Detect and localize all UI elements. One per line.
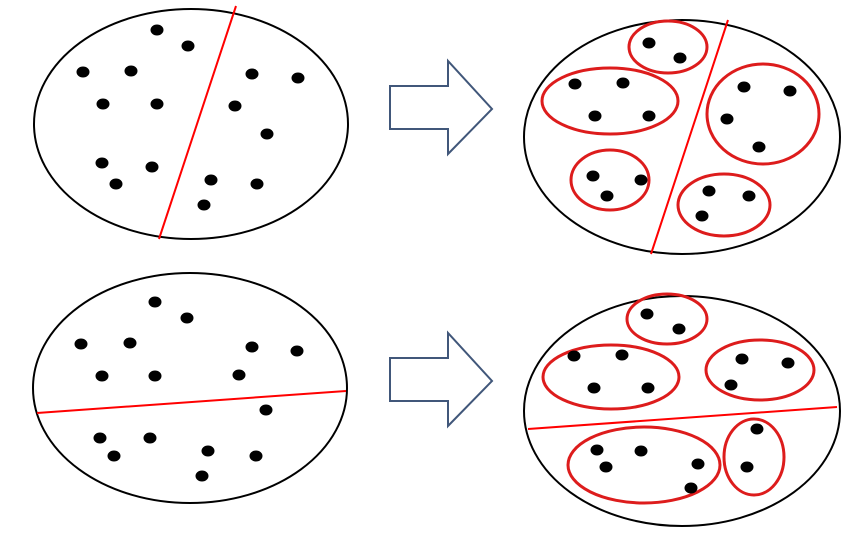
data-point: [642, 37, 656, 49]
data-point: [752, 141, 766, 153]
data-point: [568, 78, 582, 90]
data-point: [783, 85, 797, 97]
bottom-after-divider-line: [527, 406, 838, 430]
data-point: [74, 338, 88, 350]
data-point: [124, 65, 138, 77]
data-point: [180, 312, 194, 324]
data-point: [634, 445, 648, 457]
data-point: [259, 404, 273, 416]
data-point: [232, 369, 246, 381]
cluster-ellipse: [704, 338, 816, 402]
data-point: [290, 345, 304, 357]
top-after-boundary-ellipse: [523, 19, 841, 255]
data-point: [641, 382, 655, 394]
data-point: [291, 72, 305, 84]
data-point: [95, 157, 109, 169]
data-point: [567, 350, 581, 362]
data-point: [123, 337, 137, 349]
data-point: [195, 470, 209, 482]
data-point: [588, 110, 602, 122]
right-arrow-icon: [389, 58, 494, 157]
bottom-before-divider-line: [36, 390, 347, 414]
top-after-divider-line: [650, 19, 729, 255]
data-point: [740, 461, 754, 473]
data-point: [148, 296, 162, 308]
data-point: [201, 445, 215, 457]
data-point: [245, 341, 259, 353]
data-point: [640, 308, 654, 320]
data-point: [695, 210, 709, 222]
data-point: [587, 382, 601, 394]
cluster-ellipse: [540, 66, 680, 136]
data-point: [260, 128, 274, 140]
data-point: [750, 423, 764, 435]
data-point: [600, 190, 614, 202]
bottom-after-clusters: [541, 292, 816, 505]
data-point: [96, 98, 110, 110]
bottom-before-panel: [32, 272, 348, 504]
data-point: [197, 199, 211, 211]
data-point: [599, 461, 613, 473]
data-point: [615, 349, 629, 361]
data-point: [642, 110, 656, 122]
data-point: [590, 444, 604, 456]
data-point: [95, 370, 109, 382]
top-before-boundary-ellipse: [33, 8, 349, 240]
data-point: [702, 185, 716, 197]
data-point: [249, 450, 263, 462]
top-before-panel: [33, 5, 349, 240]
top-after-points: [568, 37, 797, 222]
cluster-ellipse: [569, 148, 651, 212]
data-point: [143, 432, 157, 444]
right-arrow-icon: [389, 330, 494, 429]
cluster-ellipse: [566, 425, 722, 505]
data-point: [724, 379, 738, 391]
data-point: [672, 323, 686, 335]
data-point: [204, 174, 218, 186]
cluster-ellipse: [676, 172, 772, 238]
top-before-divider-line: [158, 5, 237, 240]
data-point: [742, 190, 756, 202]
data-point: [148, 370, 162, 382]
data-point: [245, 68, 259, 80]
cluster-ellipse: [541, 343, 681, 411]
data-point: [634, 174, 648, 186]
cluster-ellipse: [625, 292, 709, 346]
top-before-points: [76, 24, 305, 211]
data-point: [684, 482, 698, 494]
data-point: [781, 357, 795, 369]
top-after-clusters: [540, 19, 821, 238]
data-point: [150, 24, 164, 36]
data-point: [76, 66, 90, 78]
data-point: [673, 52, 687, 64]
bottom-after-panel: [523, 292, 841, 527]
data-point: [93, 432, 107, 444]
data-point: [735, 353, 749, 365]
data-point: [228, 100, 242, 112]
data-point: [107, 450, 121, 462]
data-point: [737, 81, 751, 93]
bottom-after-points: [567, 308, 795, 494]
data-point: [720, 113, 734, 125]
data-point: [150, 98, 164, 110]
data-point: [181, 40, 195, 52]
cluster-ellipse: [627, 19, 709, 75]
cluster-ellipse: [722, 417, 786, 497]
data-point: [691, 458, 705, 470]
data-point: [250, 178, 264, 190]
bottom-before-boundary-ellipse: [32, 272, 348, 504]
cluster-ellipse: [705, 62, 821, 166]
data-point: [616, 77, 630, 89]
bottom-before-points: [74, 296, 304, 482]
top-after-panel: [523, 19, 841, 255]
data-point: [145, 161, 159, 173]
data-point: [109, 178, 123, 190]
data-point: [586, 170, 600, 182]
